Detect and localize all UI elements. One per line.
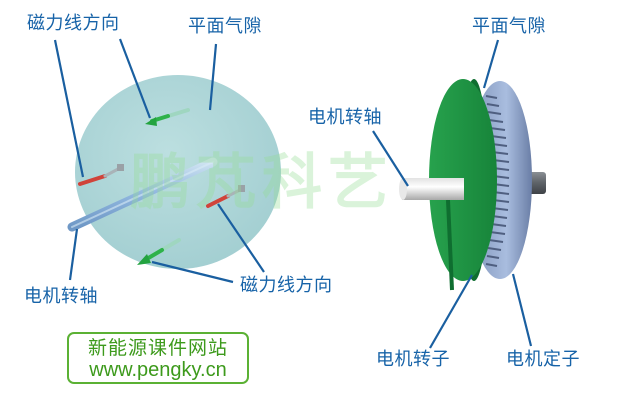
label-planar-air-gap-right: 平面气隙 — [472, 16, 546, 37]
watermark: 鹏芃科艺 — [130, 148, 394, 218]
brand-title: 新能源课件网站 — [87, 337, 228, 359]
label-flux-direction-top: 磁力线方向 — [27, 13, 120, 34]
leader-lines — [53, 38, 533, 349]
label-planar-air-gap-left: 平面气隙 — [188, 16, 262, 37]
flux-arrow-bottom — [137, 238, 181, 265]
right-motor-shaft — [399, 178, 464, 200]
label-motor-stator: 电机定子 — [506, 349, 580, 370]
brand-url[interactable]: www.pengky.cn — [89, 359, 227, 381]
left-motor-shaft — [67, 157, 218, 232]
flux-arrow-left — [78, 164, 124, 186]
brand-box: 新能源课件网站 www.pengky.cn — [67, 332, 249, 384]
label-flux-direction-bottom: 磁力线方向 — [240, 275, 333, 296]
label-motor-shaft-right: 电机转轴 — [308, 107, 382, 128]
flux-arrow-top — [145, 108, 190, 126]
label-motor-shaft-left: 电机转轴 — [24, 286, 98, 307]
label-motor-rotor: 电机转子 — [376, 349, 450, 370]
flux-arrow-right — [206, 185, 245, 208]
